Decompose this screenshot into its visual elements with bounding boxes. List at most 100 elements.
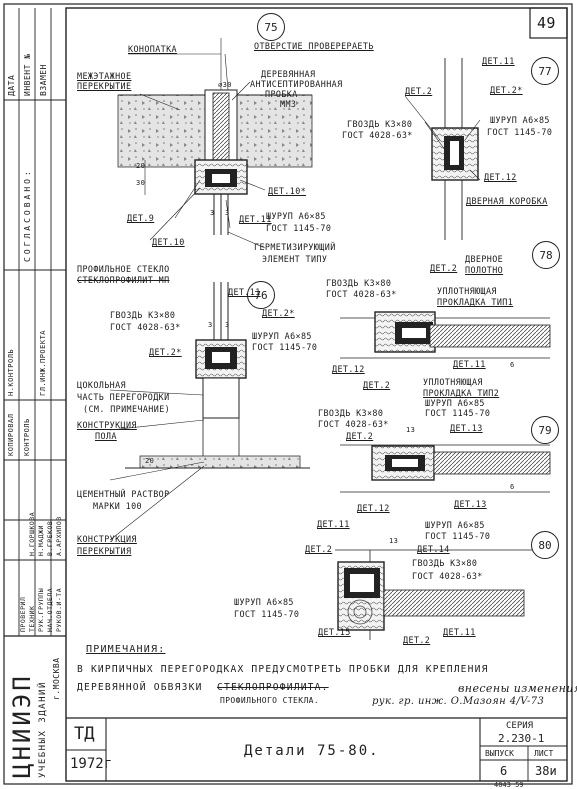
label-det15: ДЕТ.15: [318, 627, 351, 637]
notes-line-1: В КИРПИЧНЫХ ПЕРЕГОРОДКАХ ПРЕДУСМОТРЕТЬ П…: [77, 664, 489, 675]
dim-30: 30: [136, 179, 146, 187]
label-cement-2: МАРКИ 100: [93, 501, 142, 511]
label-det12-78: ДЕТ.12: [332, 364, 365, 374]
stamp-name-1: А.АРХИПОВ: [55, 516, 63, 556]
label-upl-1: УПЛОТНЯЮЩАЯ: [437, 286, 497, 296]
label-det11-78: ДЕТ.11: [453, 359, 486, 369]
dim-13-80: 13: [389, 537, 399, 545]
dim-13-79: 13: [406, 426, 416, 434]
label-gvozd-78-1: ГВОЗДЬ К3×80: [326, 278, 392, 288]
org-sub: УЧЕБНЫХ ЗДАНИЙ: [38, 681, 48, 778]
notes-heading: ПРИМЕЧАНИЯ:: [86, 644, 166, 655]
stamp-role-2: НАЧ.ОТДЕЛА: [46, 587, 54, 632]
label-mezhetazh-1: МЕЖЭТАЖНОЕ: [77, 71, 132, 81]
label-gvozd-78-2: ГОСТ 4028-63*: [326, 289, 397, 299]
label-det13-79a: ДЕТ.13: [450, 423, 483, 433]
label-gvozd-76-2: ГОСТ 4028-63*: [110, 322, 181, 332]
label-shurup-80-1: ШУРУП А6×85: [234, 597, 294, 607]
dim-d30: ⌀30: [218, 81, 232, 89]
label-shurup-76-2: ГОСТ 1145-70: [252, 342, 318, 352]
notes-line-2b: СТЕКЛОПРОФИЛИТА.: [217, 682, 329, 693]
label-shurup-77-2: ГОСТ 1145-70: [487, 127, 553, 137]
dim-20: 20: [136, 162, 146, 170]
stamp-vzamen: ВЗАМЕН: [39, 64, 48, 96]
label-mezhetazh-2: ПЕРЕКРЫТИЕ: [77, 81, 132, 91]
issue-label: ВЫПУСК: [485, 749, 514, 758]
label-polotno-2: ПОЛОТНО: [465, 265, 504, 275]
notes-line-2a: ДЕРЕВЯННОЙ ОБВЯЗКИ: [77, 682, 203, 693]
page-number: 49: [537, 14, 556, 32]
label-det2s-76: ДЕТ.2*: [262, 308, 295, 318]
label-det2s-77: ДЕТ.2*: [490, 85, 523, 95]
detail-76-marker: 76: [247, 281, 275, 309]
label-det2-78a: ДЕТ.2: [430, 263, 458, 273]
detail-79-marker: 79: [531, 416, 559, 444]
label-polotno-1: ДВЕРНОЕ: [465, 254, 504, 264]
label-cement-1: ЦЕМЕНТНЫЙ РАСТВОР: [77, 489, 170, 499]
stamp-agreed: СОГЛАСОВАНО:: [23, 168, 32, 262]
label-shurup-78-2: ГОСТ 1145-70: [425, 408, 491, 418]
notes-line-3: ПРОФИЛЬНОГО СТЕКЛА.: [220, 696, 320, 705]
handwritten-note-1: внесены изменения: [458, 682, 577, 695]
label-germ-1: ГЕРМЕТИЗИРУЮЩИЙ: [254, 242, 336, 252]
label-det11-76: ДЕТ.11: [228, 287, 261, 297]
label-det13-79b: ДЕТ.13: [454, 499, 487, 509]
label-det9: ДЕТ.9: [127, 213, 155, 223]
label-shurup-75-2: ГОСТ 1145-70: [266, 223, 332, 233]
label-shurup-75-1: ШУРУП А6×85: [266, 211, 326, 221]
dim-3b: 3: [225, 209, 230, 217]
list-value: 38и: [535, 764, 557, 778]
label-det10: ДЕТ.10: [152, 237, 185, 247]
label-upl-4: ПРОКЛАДКА ТИП2: [423, 388, 500, 398]
label-gvozd-80-2: ГОСТ 4028-63*: [412, 571, 483, 581]
label-det12-77: ДЕТ.12: [484, 172, 517, 182]
dim-3a: 3: [210, 209, 215, 217]
label-steklo-1: ПРОФИЛЬНОЕ СТЕКЛО: [77, 264, 170, 274]
label-det11: ДЕТ.11: [239, 214, 272, 224]
dim-3a-76: 3: [208, 321, 213, 329]
stamp-header-1: Н.КОНТРОЛЬ: [7, 348, 15, 396]
label-det11-80b: ДЕТ.11: [443, 627, 476, 637]
org-city: г.МОСКВА: [52, 657, 61, 700]
detail-78-marker: 78: [532, 241, 560, 269]
org-name: ЦНИИЭП: [8, 673, 36, 778]
sheet-title: Детали 75-80.: [244, 743, 380, 759]
label-det2-78b: ДЕТ.2: [363, 380, 391, 390]
label-probka-1: ДЕРЕВЯННАЯ: [261, 69, 316, 79]
dim-20-76: 20: [145, 457, 155, 465]
stamp-invent: ИНВЕНТ №: [23, 53, 32, 96]
label-det2-79: ДЕТ.2: [346, 431, 374, 441]
label-germ-2: ЭЛЕМЕНТ ТИПУ: [262, 254, 328, 264]
stamp-name-3: Н.МАДЖИ: [37, 525, 45, 556]
stamp-date: ДАТА: [7, 74, 16, 96]
stamp-header-3: КОПИРОВАЛ: [7, 413, 15, 456]
label-upl-2: ПРОКЛАДКА ТИП1: [437, 297, 514, 307]
label-cokol-2: ЧАСТЬ ПЕРЕГОРОДКИ: [77, 392, 170, 402]
bottom-code: 4043 59: [494, 781, 524, 789]
stamp-role-3: РУК.ГРУППЫ: [37, 587, 45, 632]
label-gvozd-77-2: ГОСТ 4028-63*: [342, 130, 413, 140]
label-perekr-2: ПЕРЕКРЫТИЯ: [77, 546, 132, 556]
label-steklo-2: СТЕКЛОПРОФИЛИТ МП: [77, 275, 170, 285]
list-label: ЛИСТ: [534, 749, 554, 758]
detail-77-marker: 77: [531, 57, 559, 85]
dim-6-79: 6: [510, 483, 515, 491]
label-shurup-76-1: ШУРУП А6×85: [252, 331, 312, 341]
label-mmz: ММЗ: [280, 99, 297, 109]
label-det11-80a: ДЕТ.11: [317, 519, 350, 529]
td-label: ТД: [74, 724, 95, 744]
stamp-name-4: Н.ГОРШКОВА: [28, 511, 36, 556]
dim-6-78: 6: [510, 361, 515, 369]
label-det12-79: ДЕТ.12: [357, 503, 390, 513]
label-gvozd-80-1: ГВОЗДЬ К3×80: [412, 558, 478, 568]
series-value: 2.230-1: [498, 732, 545, 745]
label-det14: ДЕТ.14: [417, 544, 450, 554]
handwritten-note-2: рук. гр. инж. О.Мазоян 4/V-73: [372, 696, 545, 707]
label-shurup-78-1: ШУРУП А6×85: [425, 398, 485, 408]
year-label: 1972г: [70, 756, 113, 772]
label-konstr-pola-1: КОНСТРУКЦИЯ: [77, 420, 137, 430]
label-upl-3: УПЛОТНЯЮЩАЯ: [423, 377, 483, 387]
series-label: СЕРИЯ: [506, 721, 534, 731]
label-shurup-79-1: ШУРУП А6×85: [425, 520, 485, 530]
